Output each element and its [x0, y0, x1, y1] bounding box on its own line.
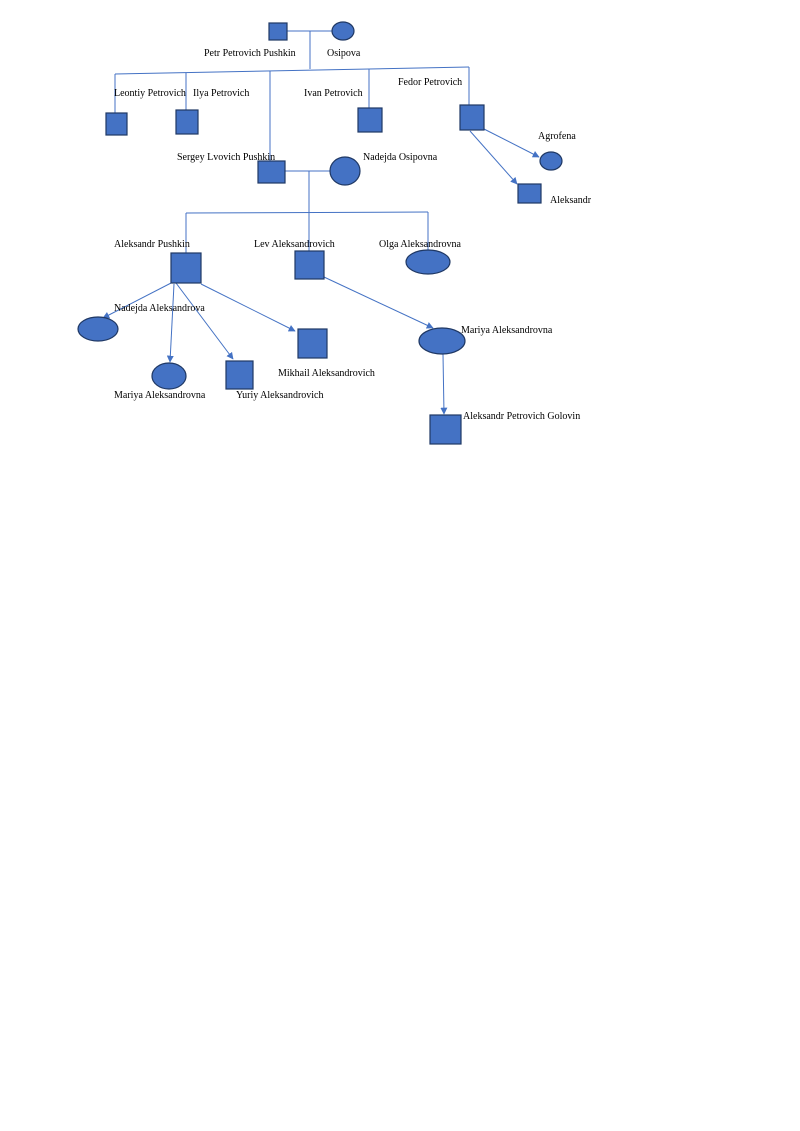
label-aleksandr-p: Aleksandr Pushkin: [114, 239, 190, 250]
node-lev[interactable]: [294, 250, 325, 280]
node-nadejda-a[interactable]: [77, 316, 119, 342]
node-sergey[interactable]: [257, 160, 286, 184]
arrow-mariya-a2-golovin: [440, 353, 448, 415]
arrow-lev-mariya-a2: [323, 276, 434, 329]
person-labels: Petr Petrovich Pushkin Osipova Leontiy P…: [114, 48, 592, 422]
label-golovin: Aleksandr Petrovich Golovin: [463, 411, 580, 422]
label-mariya-a1: Mariya Aleksandrovna: [114, 390, 206, 401]
arrow-to-mariya-a1: [166, 283, 175, 363]
label-ivan: Ivan Petrovich: [304, 88, 363, 99]
node-mariya-a2[interactable]: [418, 327, 466, 355]
node-aleksandr-f[interactable]: [517, 183, 542, 204]
node-yuriy[interactable]: [225, 360, 254, 390]
label-nadejda-a: Nadejda Aleksandrova: [114, 303, 205, 314]
label-ilya: Ilya Petrovich: [193, 88, 249, 99]
arrow-to-yuriy: [175, 282, 234, 360]
node-nadejda-o[interactable]: [329, 156, 361, 186]
label-sergey: Sergey Lvovich Pushkin: [177, 152, 275, 163]
person-nodes: [77, 21, 563, 445]
sibling-bar-gen3: [185, 211, 429, 214]
connector-lines: [102, 30, 540, 415]
arrow-fedor-agrofena: [483, 128, 540, 158]
arrow-fedor-aleksandr: [469, 130, 518, 185]
node-ilya[interactable]: [175, 109, 199, 135]
node-leontiy[interactable]: [105, 112, 128, 136]
sibling-bar-gen2: [114, 66, 470, 75]
label-lev: Lev Aleksandrovich: [254, 239, 335, 250]
label-osipova: Osipova: [327, 48, 361, 59]
node-olga[interactable]: [405, 249, 451, 275]
node-petr[interactable]: [268, 22, 288, 41]
node-fedor[interactable]: [459, 104, 485, 131]
node-ivan[interactable]: [357, 107, 383, 133]
node-osipova[interactable]: [331, 21, 355, 41]
label-fedor: Fedor Petrovich: [398, 77, 462, 88]
label-mikhail: Mikhail Aleksandrovich: [278, 368, 375, 379]
label-olga: Olga Aleksandrovna: [379, 239, 461, 250]
label-yuriy: Yuriy Aleksandrovich: [236, 390, 324, 401]
arrow-to-mikhail: [200, 283, 296, 332]
label-aleksandr-f: Aleksandr: [550, 195, 592, 206]
node-golovin[interactable]: [429, 414, 462, 445]
label-petr: Petr Petrovich Pushkin: [204, 48, 296, 59]
label-agrofena: Agrofena: [538, 131, 576, 142]
arrow-to-nadejda-a: [102, 281, 174, 319]
label-nadejda-o: Nadejda Osipovna: [363, 152, 438, 163]
node-aleksandr-p[interactable]: [170, 252, 202, 284]
node-mariya-a1[interactable]: [151, 362, 187, 390]
node-mikhail[interactable]: [297, 328, 328, 359]
node-agrofena[interactable]: [539, 151, 563, 171]
label-leontiy: Leontiy Petrovich: [114, 88, 186, 99]
label-mariya-a2: Mariya Aleksandrovna: [461, 325, 553, 336]
